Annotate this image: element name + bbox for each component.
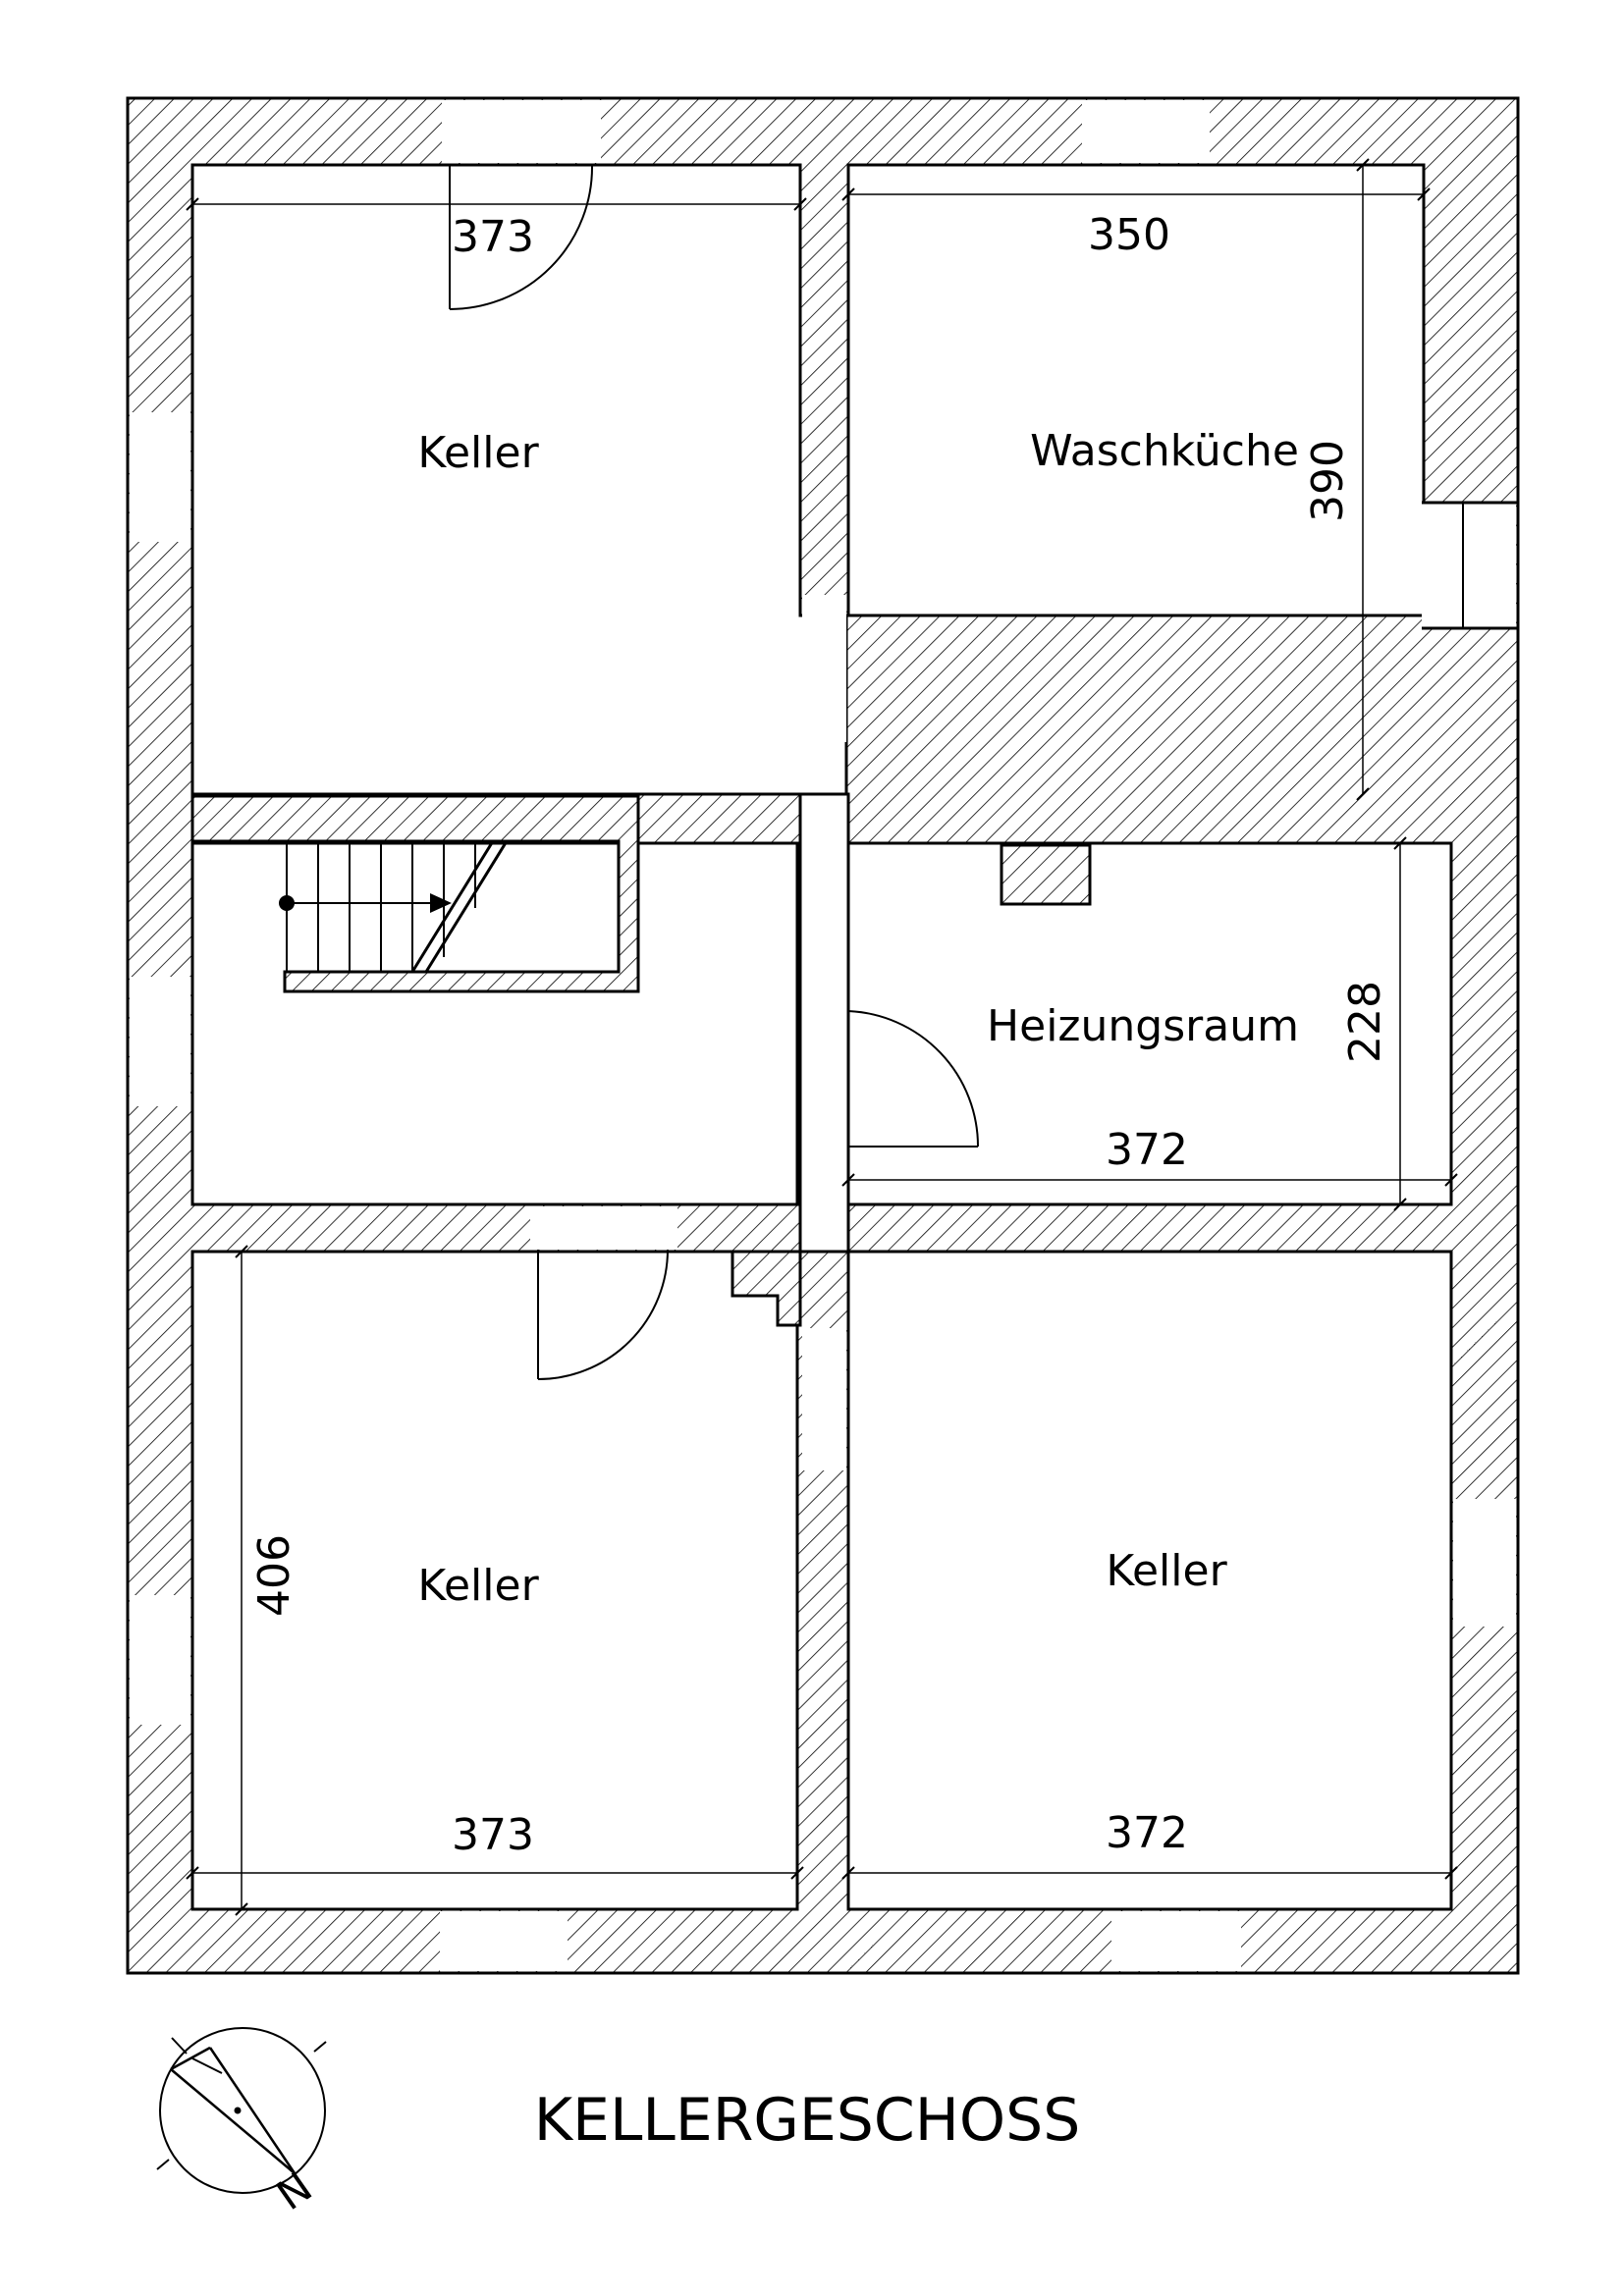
dim-top-right-width: 350 xyxy=(1088,210,1170,260)
window-top-right xyxy=(1082,100,1210,163)
dim-top-left-width: 373 xyxy=(452,212,534,262)
compass-north-letter: N xyxy=(268,2163,321,2219)
dim-heizung-height: 228 xyxy=(1340,981,1390,1063)
room-label-waschkueche: Waschküche xyxy=(1030,426,1299,476)
window-top-left xyxy=(442,100,601,163)
room-label-keller-top-left: Keller xyxy=(417,428,539,478)
window-left-upper xyxy=(130,412,190,542)
dim-heizung-width: 372 xyxy=(1106,1125,1188,1175)
door-opening-top-centre xyxy=(802,595,846,742)
door-opening-heizung xyxy=(802,1009,846,1148)
door-swings xyxy=(449,164,980,1380)
compass-icon: N xyxy=(156,2027,327,2219)
window-right-lower xyxy=(1453,1499,1516,1627)
dim-bottom-left-width: 373 xyxy=(452,1810,534,1860)
dim-bottom-right-width: 372 xyxy=(1106,1808,1188,1858)
walls xyxy=(126,96,1520,1975)
door-opening-bottom-centre xyxy=(802,1328,846,1470)
room-labels: Keller Waschküche Heizungsraum Keller Ke… xyxy=(417,426,1299,1611)
stair-arrow-icon xyxy=(430,893,452,913)
chimney-heizung xyxy=(1000,843,1092,906)
pillar-bottom-centre xyxy=(731,1250,802,1327)
dimension-labels: 373 350 390 228 372 406 373 372 xyxy=(249,210,1390,1860)
room-label-keller-bottom-right: Keller xyxy=(1106,1546,1227,1596)
plan-title: KELLERGESCHOSS xyxy=(534,2086,1081,2155)
window-right-upper xyxy=(1422,503,1516,628)
stairs xyxy=(279,840,509,973)
stair-wall xyxy=(190,794,640,993)
dim-bottom-left-height: 406 xyxy=(249,1534,299,1617)
room-label-keller-bottom-left: Keller xyxy=(417,1561,539,1611)
window-bottom-right xyxy=(1111,1911,1241,1971)
window-bottom-left xyxy=(440,1911,568,1971)
dimension-lines xyxy=(186,158,1458,1916)
door-opening-bottom-left xyxy=(530,1206,677,1250)
room-label-heizungsraum: Heizungsraum xyxy=(987,1001,1299,1051)
window-left-lower xyxy=(130,1595,190,1725)
stair-start-dot xyxy=(279,895,295,911)
dim-top-right-height: 390 xyxy=(1303,440,1353,522)
window-left-middle xyxy=(130,977,190,1106)
